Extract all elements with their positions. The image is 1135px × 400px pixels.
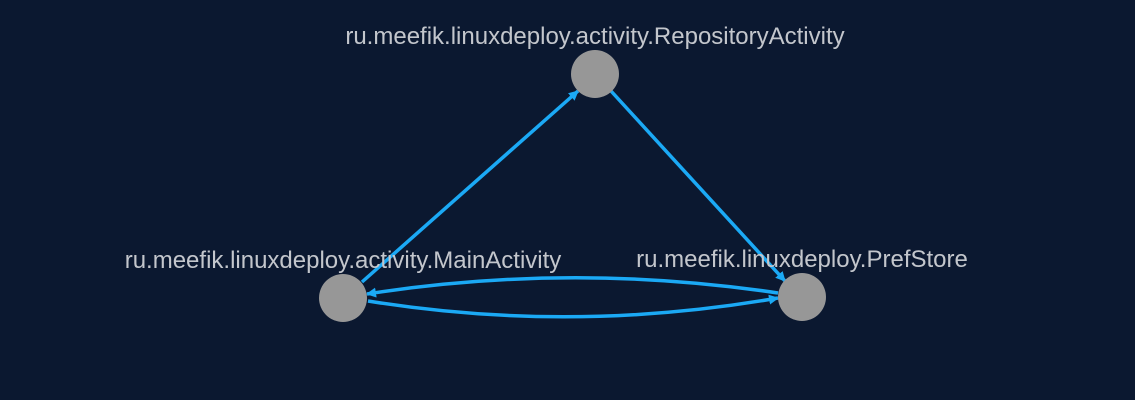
edge-main-to-prefstore — [367, 294, 779, 319]
node-main-activity[interactable] — [319, 274, 367, 322]
edge-main-to-repository — [360, 89, 580, 284]
node-prefstore[interactable] — [778, 273, 826, 321]
edge-repository-to-prefstore — [609, 89, 787, 283]
edge-prefstore-to-main — [366, 276, 779, 298]
node-label-repository-activity: ru.meefik.linuxdeploy.activity.Repositor… — [345, 23, 844, 50]
node-label-prefstore: ru.meefik.linuxdeploy.PrefStore — [636, 246, 968, 273]
node-label-main-activity: ru.meefik.linuxdeploy.activity.MainActiv… — [125, 247, 562, 274]
node-repository-activity[interactable] — [571, 50, 619, 98]
